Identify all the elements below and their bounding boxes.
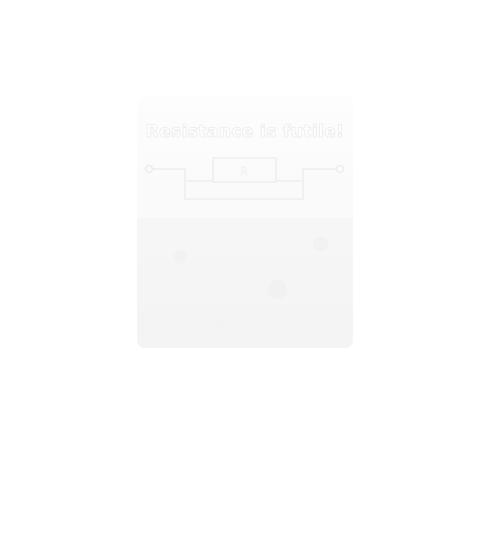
resistor-circuit-diagram: R	[144, 157, 345, 200]
left-terminal	[144, 164, 154, 174]
distressed-texture	[137, 218, 353, 348]
circuit-wire-bottom	[184, 181, 304, 200]
print-title: Resistance is futile!	[145, 122, 345, 143]
resistor-body	[212, 157, 277, 183]
right-terminal	[335, 164, 345, 174]
shirt-print-artwork: Resistance is futile! R	[137, 96, 353, 348]
resistor-label: R	[240, 165, 248, 178]
circuit-wire-top	[153, 168, 336, 182]
